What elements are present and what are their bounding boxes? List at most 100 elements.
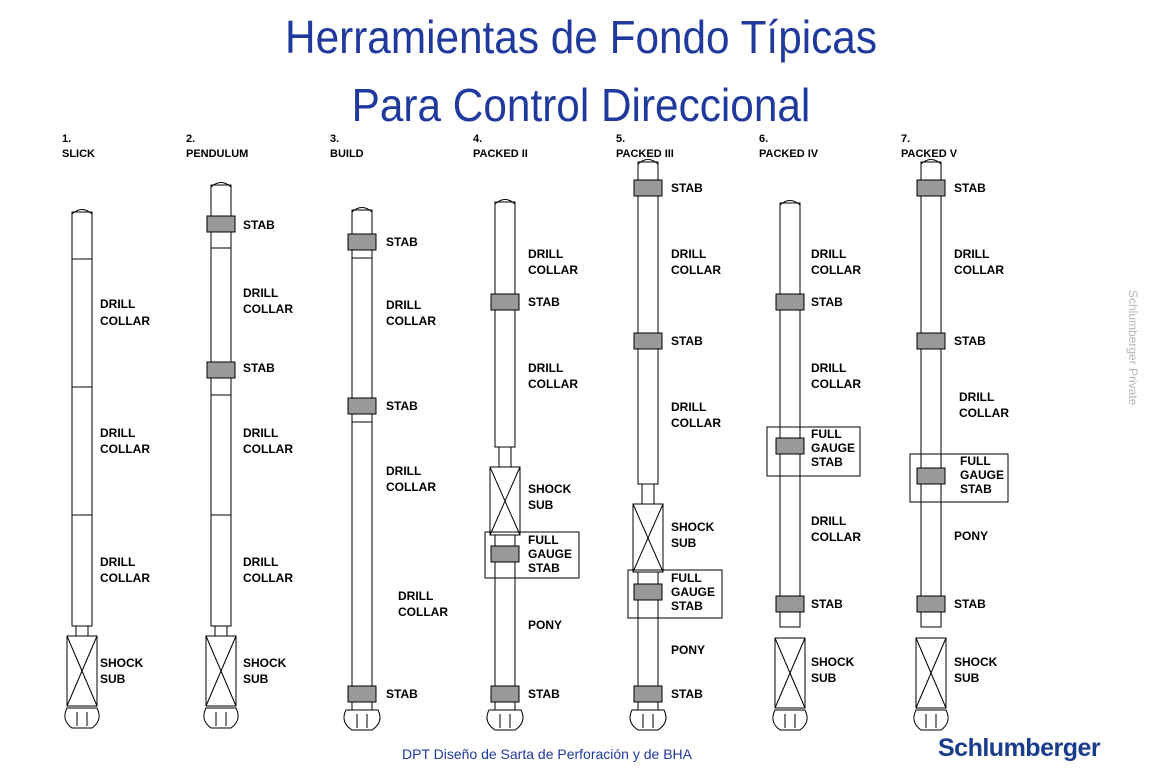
drill-label: DRILL (100, 426, 135, 440)
stab-label: STAB (386, 687, 418, 701)
full-label: FULL (960, 454, 991, 468)
stab-label: STAB (960, 482, 992, 496)
assembly-headers: 1. SLICK 2. PENDULUM 3. BUILD 4. PACKED … (62, 133, 958, 160)
assembly-packed-ii (484, 199, 580, 731)
assembly-packed-v (909, 159, 1009, 731)
drill-label: DRILL (100, 297, 135, 311)
assembly-name: PENDULUM (186, 148, 248, 160)
stab-label: STAB (243, 361, 275, 375)
collar-label: COLLAR (243, 302, 293, 316)
drill-label: DRILL (959, 390, 994, 404)
assembly-name: PACKED III (616, 148, 674, 160)
collar-label: COLLAR (386, 314, 436, 328)
sub-label: SUB (811, 671, 837, 685)
drill-label: DRILL (954, 247, 989, 261)
collar-label: COLLAR (243, 571, 293, 585)
drill-label: DRILL (243, 555, 278, 569)
collar-label: COLLAR (528, 263, 578, 277)
drill-label: DRILL (243, 426, 278, 440)
title-line-1: Herramientas de Fondo Típicas (285, 11, 877, 63)
title-line-2: Para Control Direccional (351, 79, 811, 131)
drill-label: DRILL (528, 247, 563, 261)
assembly-build (343, 207, 381, 731)
stab-label: STAB (528, 687, 560, 701)
sub-label: SUB (528, 498, 554, 512)
shock-label: SHOCK (528, 482, 572, 496)
assembly-name: BUILD (330, 148, 364, 160)
collar-label: COLLAR (528, 377, 578, 391)
drill-label: DRILL (398, 589, 433, 603)
sub-label: SUB (954, 671, 980, 685)
gauge-label: GAUGE (960, 468, 1004, 482)
collar-label: COLLAR (100, 571, 150, 585)
assembly-pendulum (203, 182, 239, 729)
watermark-text: Schlumberger Private (1126, 290, 1140, 406)
shock-label: SHOCK (671, 520, 715, 534)
collar-label: COLLAR (243, 442, 293, 456)
drill-label: DRILL (100, 555, 135, 569)
sub-label: SUB (100, 672, 126, 686)
sub-label: SUB (243, 672, 269, 686)
drill-label: DRILL (386, 298, 421, 312)
gauge-label: GAUGE (671, 585, 715, 599)
stab-label: STAB (243, 218, 275, 232)
assembly-slick (64, 209, 100, 729)
drill-label: DRILL (671, 247, 706, 261)
assembly-name: PACKED V (901, 148, 958, 160)
collar-label: COLLAR (671, 263, 721, 277)
collar-label: COLLAR (100, 442, 150, 456)
gauge-label: GAUGE (528, 547, 572, 561)
pony-label: PONY (954, 529, 988, 543)
collar-label: COLLAR (100, 314, 150, 328)
stab-label: STAB (528, 295, 560, 309)
drill-label: DRILL (386, 464, 421, 478)
collar-label: COLLAR (811, 530, 861, 544)
collar-label: COLLAR (671, 416, 721, 430)
full-label: FULL (811, 427, 842, 441)
shock-label: SHOCK (811, 655, 855, 669)
assembly-number: 3. (330, 133, 339, 145)
collar-label: COLLAR (811, 263, 861, 277)
assembly-number: 4. (473, 133, 482, 145)
full-label: FULL (528, 533, 559, 547)
stab-label: STAB (811, 597, 843, 611)
stab-label: STAB (811, 455, 843, 469)
pony-label: PONY (528, 618, 562, 632)
collar-label: COLLAR (959, 406, 1009, 420)
shock-label: SHOCK (100, 656, 144, 670)
drill-label: DRILL (811, 247, 846, 261)
assembly-number: 6. (759, 133, 768, 145)
assembly-packed-iii (627, 159, 723, 731)
stab-label: STAB (811, 295, 843, 309)
assembly-packed-iv (766, 200, 861, 731)
collar-label: COLLAR (954, 263, 1004, 277)
drill-label: DRILL (811, 514, 846, 528)
sub-label: SUB (671, 536, 697, 550)
assembly-number: 1. (62, 133, 71, 145)
footer-caption: DPT Diseño de Sarta de Perforación y de … (401, 746, 692, 762)
stab-label: STAB (671, 599, 703, 613)
stab-label: STAB (671, 687, 703, 701)
collar-label: COLLAR (398, 605, 448, 619)
component-labels: DRILL COLLAR DRILL COLLAR DRILL COLLAR S… (100, 181, 1009, 701)
collar-label: COLLAR (386, 480, 436, 494)
stab-label: STAB (671, 334, 703, 348)
full-label: FULL (671, 571, 702, 585)
drill-label: DRILL (811, 361, 846, 375)
assembly-number: 7. (901, 133, 910, 145)
assembly-name: PACKED IV (759, 148, 819, 160)
assembly-name: PACKED II (473, 148, 528, 160)
stab-label: STAB (671, 181, 703, 195)
shock-label: SHOCK (243, 656, 287, 670)
stab-label: STAB (528, 561, 560, 575)
collar-label: COLLAR (811, 377, 861, 391)
assembly-name: SLICK (62, 148, 95, 160)
gauge-label: GAUGE (811, 441, 855, 455)
shock-label: SHOCK (954, 655, 998, 669)
pony-label: PONY (671, 643, 705, 657)
assembly-number: 5. (616, 133, 625, 145)
drill-label: DRILL (671, 400, 706, 414)
stab-label: STAB (386, 399, 418, 413)
schlumberger-logo: Schlumberger (938, 734, 1101, 762)
